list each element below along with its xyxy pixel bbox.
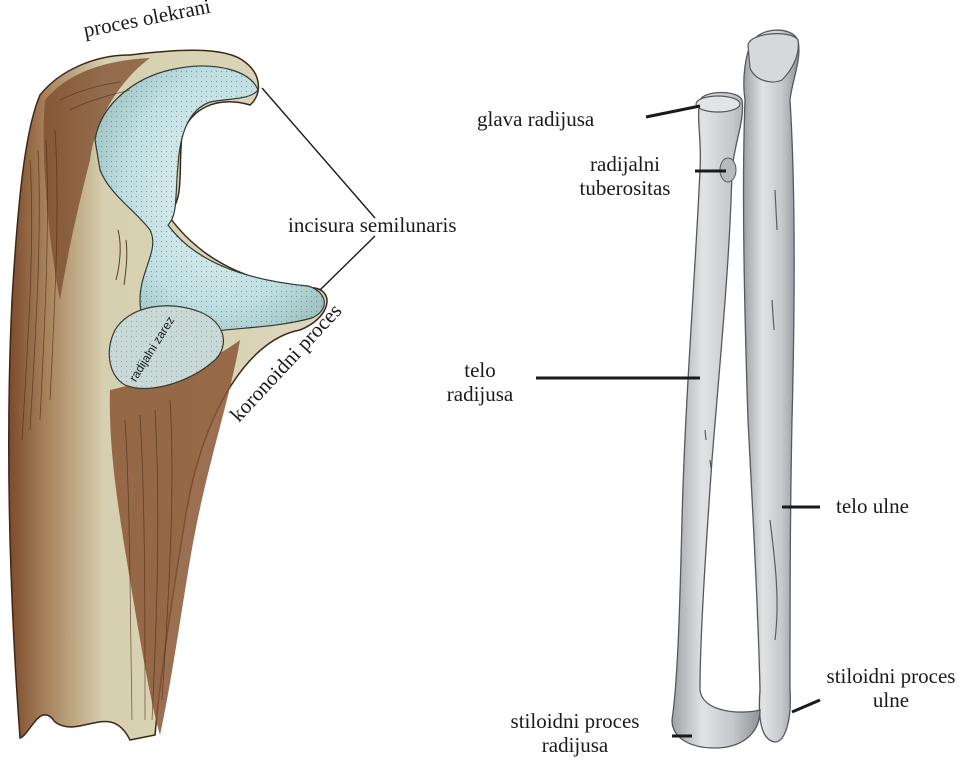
label-stiloidni-ulne-line2: ulne — [806, 688, 976, 712]
label-telo-line2: radijusa — [425, 382, 535, 406]
label-radijalni-line2: tuberositas — [555, 176, 695, 200]
label-stiloidni-ulne-line1: stiloidni proces — [806, 664, 976, 688]
label-stiloidni-proces-radijusa: stiloidni proces radijusa — [480, 709, 670, 757]
label-radijalni-tuberositas: radijalni tuberositas — [555, 152, 695, 200]
label-stiloidni-radijusa-line2: radijusa — [480, 733, 670, 757]
label-radijalni-line1: radijalni — [555, 152, 695, 176]
ulna-proximal-drawing — [9, 50, 375, 740]
ulna-bone — [744, 30, 799, 742]
label-glava-radijusa: glava radijusa — [477, 107, 594, 131]
label-stiloidni-proces-ulne: stiloidni proces ulne — [806, 664, 976, 712]
label-stiloidni-radijusa-line1: stiloidni proces — [480, 709, 670, 733]
radius-ulna-drawing — [536, 30, 820, 748]
label-telo-line1: telo — [425, 358, 535, 382]
label-incisura-semilunaris: incisura semilunaris — [288, 213, 457, 237]
left-leader-lines — [262, 88, 375, 290]
label-telo-ulne: telo ulne — [836, 494, 909, 518]
label-telo-radijusa: telo radijusa — [425, 358, 535, 406]
